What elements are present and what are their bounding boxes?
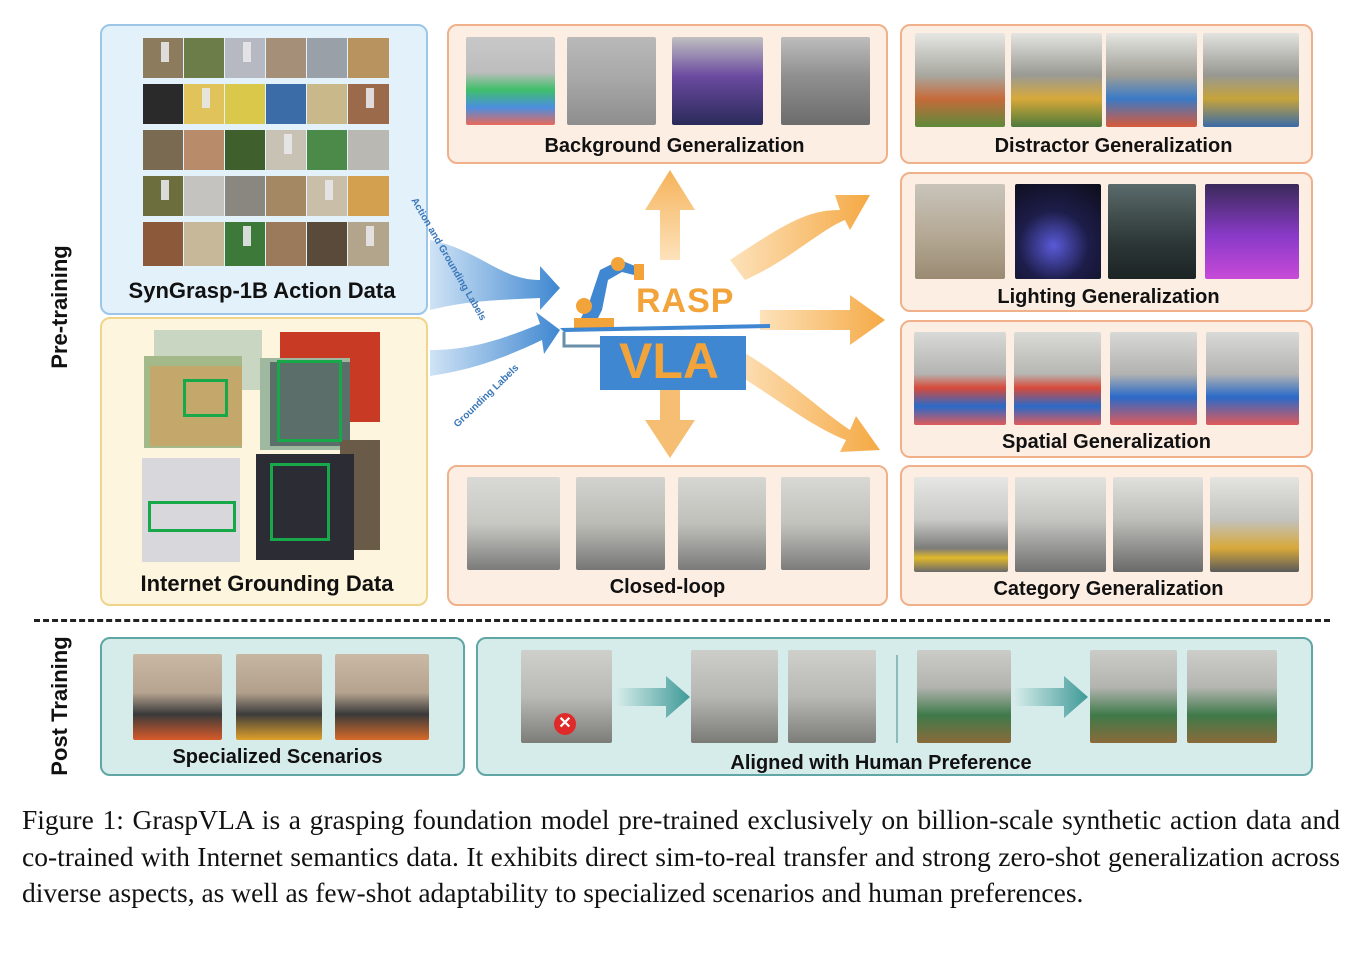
spec-photo-2 — [236, 654, 322, 740]
pref-photo-6 — [1187, 650, 1277, 743]
syngrasp-panel-title: SynGrasp-1B Action Data — [128, 278, 396, 303]
pref-photo-5 — [1090, 650, 1177, 743]
cl-photo-4 — [781, 477, 870, 570]
posttraining-label: Post Training — [47, 636, 72, 776]
grounding-panel-title: Internet Grounding Data — [140, 571, 394, 596]
arrow-down — [645, 370, 695, 458]
syngrasp-row-5 — [143, 222, 389, 266]
spec-photo-1 — [133, 654, 222, 740]
bg-photo-4 — [781, 37, 870, 125]
bbox-goggles — [148, 501, 236, 532]
syngrasp-row-4 — [143, 176, 389, 216]
dist-photo-3 — [1106, 33, 1197, 127]
bbox-cart — [277, 360, 342, 442]
spatial-photo-1 — [914, 332, 1006, 425]
bg-photo-2 — [567, 37, 656, 125]
logo-rasp-text: RASP — [636, 282, 735, 320]
light-photo-1 — [915, 184, 1005, 279]
pretraining-label: Pre-training — [47, 245, 72, 369]
reject-x-icon: ✕ — [554, 713, 576, 735]
spatial-gen-title: Spatial Generalization — [1002, 431, 1211, 453]
light-photo-3 — [1108, 184, 1196, 279]
background-gen-title: Background Generalization — [544, 135, 805, 157]
light-photo-4 — [1205, 184, 1299, 279]
cl-photo-1 — [467, 477, 560, 570]
upper-input-arrow — [430, 240, 560, 310]
category-gen-title: Category Generalization — [993, 578, 1224, 600]
lighting-gen-title: Lighting Generalization — [997, 286, 1220, 308]
syngrasp-image-grid — [143, 38, 389, 266]
figure-caption: Figure 1: GraspVLA is a grasping foundat… — [22, 804, 1340, 908]
distractor-gen-title: Distractor Generalization — [994, 135, 1233, 157]
arrow-lower-right — [730, 350, 880, 452]
bg-photo-1 — [466, 37, 555, 125]
cat-photo-2 — [1015, 477, 1106, 572]
cat-photo-3 — [1113, 477, 1203, 572]
closed-loop-title: Closed-loop — [609, 576, 726, 598]
arrow-upper-right — [730, 195, 870, 280]
syngrasp-row-2 — [143, 84, 389, 124]
pref-photo-4 — [917, 650, 1011, 743]
dist-photo-4 — [1203, 33, 1299, 127]
human-pref-title: Aligned with Human Preference — [730, 752, 1032, 774]
pref-arrow-1 — [616, 676, 690, 718]
bg-photo-3 — [672, 37, 763, 125]
lower-input-arrow — [430, 312, 560, 376]
cat-photo-4 — [1210, 477, 1299, 572]
syngrasp-row-1 — [143, 38, 389, 78]
logo-vla-text: VLA — [619, 333, 719, 389]
pref-divider — [896, 655, 898, 743]
cl-photo-2 — [576, 477, 665, 570]
light-photo-2 — [1015, 184, 1101, 279]
spec-photo-3 — [335, 654, 429, 740]
grasp-vla-logo — [560, 250, 780, 400]
pref-photo-3 — [788, 650, 876, 743]
spatial-photo-3 — [1110, 332, 1197, 425]
bbox-tester — [270, 463, 330, 541]
pref-arrow-2 — [1014, 676, 1088, 718]
cl-photo-3 — [678, 477, 766, 570]
syngrasp-row-3 — [143, 130, 389, 170]
pref-photo-2 — [691, 650, 778, 743]
arrow-up — [645, 170, 695, 260]
input-arrows — [430, 240, 560, 376]
dist-photo-1 — [915, 33, 1005, 127]
robot-arm-icon — [580, 260, 640, 322]
dist-photo-2 — [1011, 33, 1102, 127]
bbox-person — [183, 379, 228, 417]
specialized-title: Specialized Scenarios — [172, 746, 383, 768]
arrow-right — [760, 295, 885, 345]
spatial-photo-2 — [1014, 332, 1101, 425]
orange-arrows — [645, 170, 885, 458]
spatial-photo-4 — [1206, 332, 1299, 425]
cat-photo-1 — [914, 477, 1008, 572]
section-divider — [34, 619, 1330, 622]
